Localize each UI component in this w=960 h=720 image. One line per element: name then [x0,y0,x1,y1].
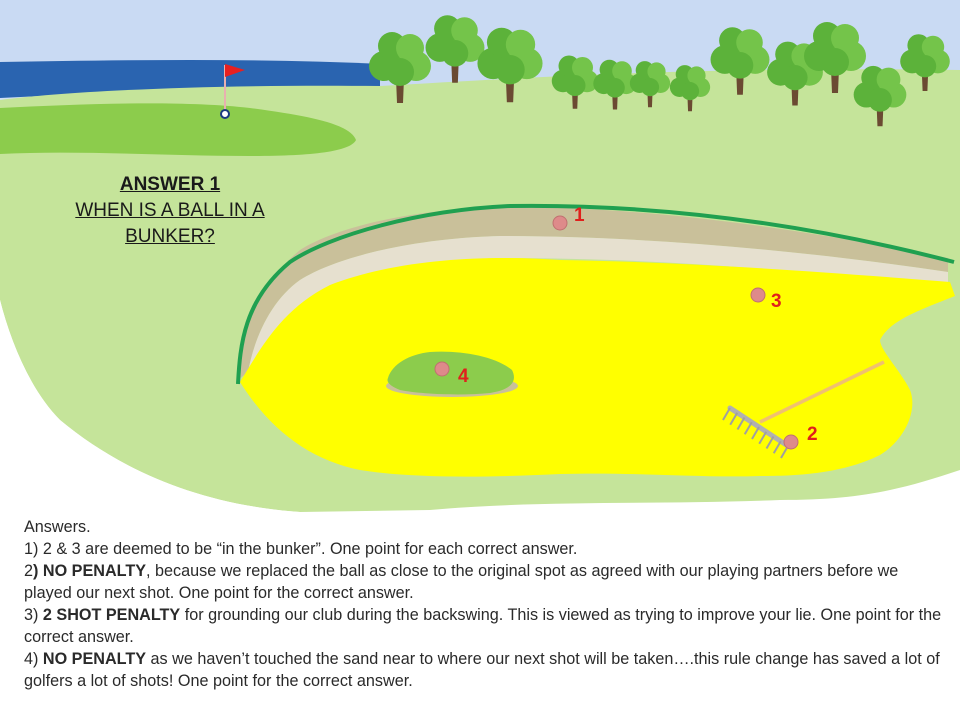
answer-3: 3) 2 SHOT PENALTY for grounding our club… [24,604,944,648]
tree-line [369,15,950,127]
answer-4-number: 4) [24,650,43,668]
tree-icon [767,41,823,106]
ball-label-2: 2 [807,424,818,445]
bunker-sand [240,258,955,477]
ball-label-3: 3 [771,291,782,312]
ball-1 [552,215,568,231]
tree-icon [900,34,950,91]
title-line-1: ANSWER 1 [119,174,221,195]
rake-tooth [751,426,760,440]
rake-tooth [758,431,768,445]
putting-green [0,103,356,156]
tree-icon [477,27,543,103]
ball-label-4: 4 [458,366,469,387]
answer-2-number: 2 [24,562,34,580]
rake-tooth [722,407,731,421]
hole-icon [220,109,230,119]
tree-icon [369,32,431,103]
answers-heading: Answers. [24,518,91,536]
rake-tooth [736,416,746,431]
tree-icon [804,22,866,93]
ball-4 [434,361,450,377]
answer-4-verdict: NO PENALTY [42,650,147,668]
title-line-3: BUNKER? [125,226,215,247]
title-line-2: WHEN IS A BALL IN A [75,200,265,221]
tree-icon [629,61,671,108]
answer-2-verdict: ) NO PENALTY [33,562,147,580]
tree-icon [669,65,711,112]
answer-2-explanation: , because we replaced the ball as close … [24,562,899,602]
rake-tooth [765,435,775,450]
answer-4: 4) NO PENALTY as we haven’t touched the … [24,648,944,692]
rake-tooth [772,440,782,454]
ball-2 [783,434,799,450]
answer-1: 1) 2 & 3 are deemed to be “in the bunker… [24,540,578,558]
tree-icon [425,15,485,83]
tree-icon [853,65,907,127]
rough-grass [0,300,300,512]
answer-4-explanation: as we haven’t touched the sand near to w… [24,650,940,690]
rake-tooth [729,412,739,426]
tree-icon [593,59,637,110]
bunker-edge [236,203,955,385]
ball-3 [750,287,766,303]
flag-icon [225,64,245,77]
answer-3-explanation: for grounding our club during the backsw… [24,606,942,646]
answer-3-number: 3) [24,606,43,624]
tree-icon [551,55,599,109]
rake-tooth [743,421,753,435]
rake-handle [759,360,885,424]
grass-island [387,351,514,395]
answers-text: Answers. 1) 2 & 3 are deemed to be “in t… [24,516,944,692]
ball-label-1: 1 [574,205,585,226]
answer-2: 2) NO PENALTY, because we replaced the b… [24,560,944,604]
answer-3-verdict: 2 SHOT PENALTY [42,606,181,624]
tree-icon [710,27,770,95]
slide-title: ANSWER 1 WHEN IS A BALL IN A BUNKER? [30,172,310,250]
